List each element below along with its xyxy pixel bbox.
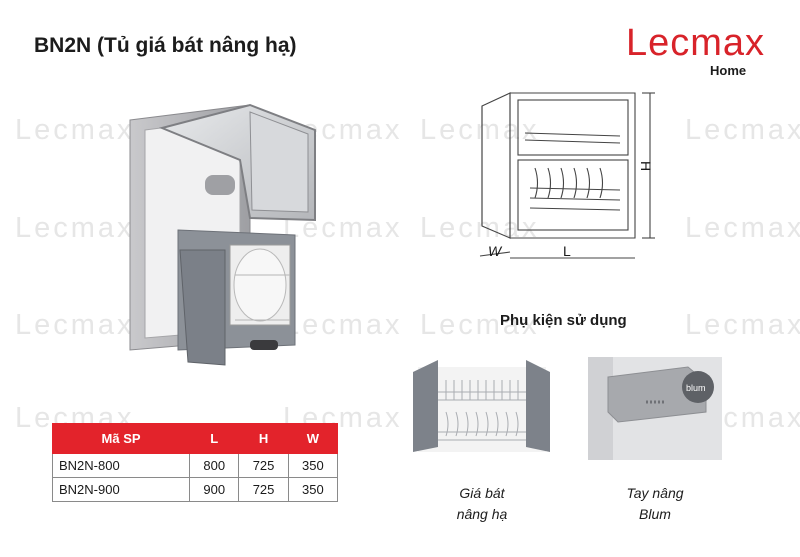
page-title: BN2N (Tủ giá bát nâng hạ) — [34, 34, 297, 57]
watermark: Lecmax — [685, 114, 800, 146]
accessories-title: Phụ kiện sử dụng — [500, 312, 627, 329]
watermark: Lecmax — [685, 212, 800, 244]
dimension-label-w: W — [488, 243, 502, 259]
blum-brand-text: blum — [686, 383, 706, 393]
table-header: H — [238, 423, 289, 454]
table-header: W — [287, 423, 339, 454]
logo-brand: Lecmax — [626, 22, 766, 64]
blum-lift-image: blum — [588, 357, 722, 460]
table-cell: 900 — [189, 477, 240, 502]
table-header-row: Mã SP L H W — [51, 423, 339, 454]
table-row: BN2N-900 900 725 350 — [51, 477, 339, 502]
dish-rack-image — [413, 360, 550, 452]
watermark: Lecmax — [685, 309, 800, 341]
brand-logo: Lecmax Home — [626, 22, 766, 80]
table-cell: BN2N-800 — [51, 453, 191, 478]
table-cell: 350 — [287, 477, 339, 502]
spec-table: Mã SP L H W BN2N-800 800 725 350 BN2N-90… — [51, 423, 339, 502]
table-row: BN2N-800 800 725 350 — [51, 453, 339, 478]
table-cell: 725 — [238, 453, 289, 478]
table-cell: 800 — [189, 453, 240, 478]
table-cell: 350 — [287, 453, 339, 478]
table-cell: BN2N-900 — [51, 477, 191, 502]
technical-drawing — [479, 92, 655, 259]
accessory-caption-blum: Tay nâng Blum — [626, 485, 684, 522]
dimension-label-h: H — [638, 160, 655, 172]
cabinet-illustration — [129, 103, 316, 366]
logo-sub: Home — [710, 63, 747, 78]
accessory-caption-dish-rack: Giá bát nâng hạ — [456, 485, 508, 522]
dimension-label-l: L — [563, 243, 571, 259]
table-cell: 725 — [238, 477, 289, 502]
table-header: Mã SP — [51, 423, 191, 454]
table-header: L — [189, 423, 240, 454]
